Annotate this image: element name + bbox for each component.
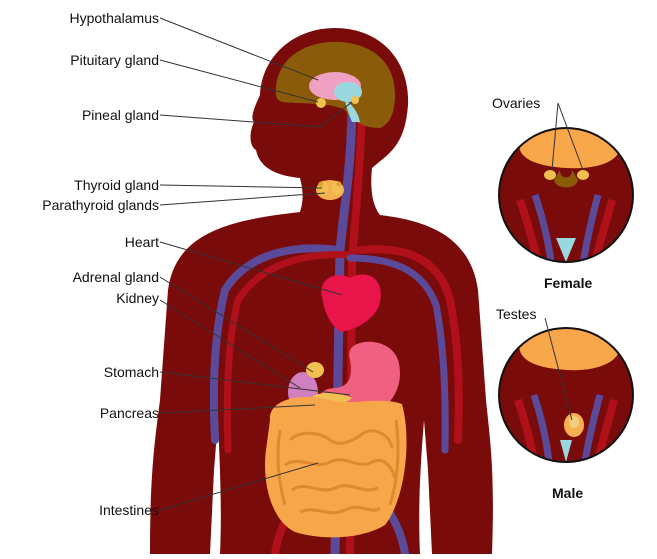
intestines-organ bbox=[265, 397, 406, 537]
label-pancreas: Pancreas bbox=[100, 405, 159, 421]
label-kidney: Kidney bbox=[116, 290, 159, 306]
adrenal-organ bbox=[306, 362, 324, 378]
label-ovaries: Ovaries bbox=[492, 95, 540, 111]
label-pituitary-gland: Pituitary gland bbox=[70, 52, 159, 68]
label-parathyroid-glands: Parathyroid glands bbox=[42, 197, 159, 213]
label-pineal-gland: Pineal gland bbox=[82, 107, 159, 123]
female-inset bbox=[498, 124, 634, 270]
ovary-right-organ bbox=[577, 170, 589, 180]
ovary-left-organ bbox=[544, 170, 556, 180]
thyroid-organ bbox=[316, 180, 344, 200]
label-intestines: Intestines bbox=[99, 502, 159, 518]
label-hypothalamus: Hypothalamus bbox=[70, 10, 160, 26]
label-testes: Testes bbox=[496, 306, 536, 322]
label-stomach: Stomach bbox=[104, 364, 159, 380]
pituitary-organ bbox=[316, 98, 326, 108]
label-heart: Heart bbox=[125, 234, 159, 250]
label-adrenal-gland: Adrenal gland bbox=[73, 269, 159, 285]
label-thyroid-gland: Thyroid gland bbox=[74, 177, 159, 193]
pineal-organ bbox=[351, 96, 359, 104]
caption-male: Male bbox=[552, 485, 583, 501]
caption-female: Female bbox=[544, 275, 592, 291]
